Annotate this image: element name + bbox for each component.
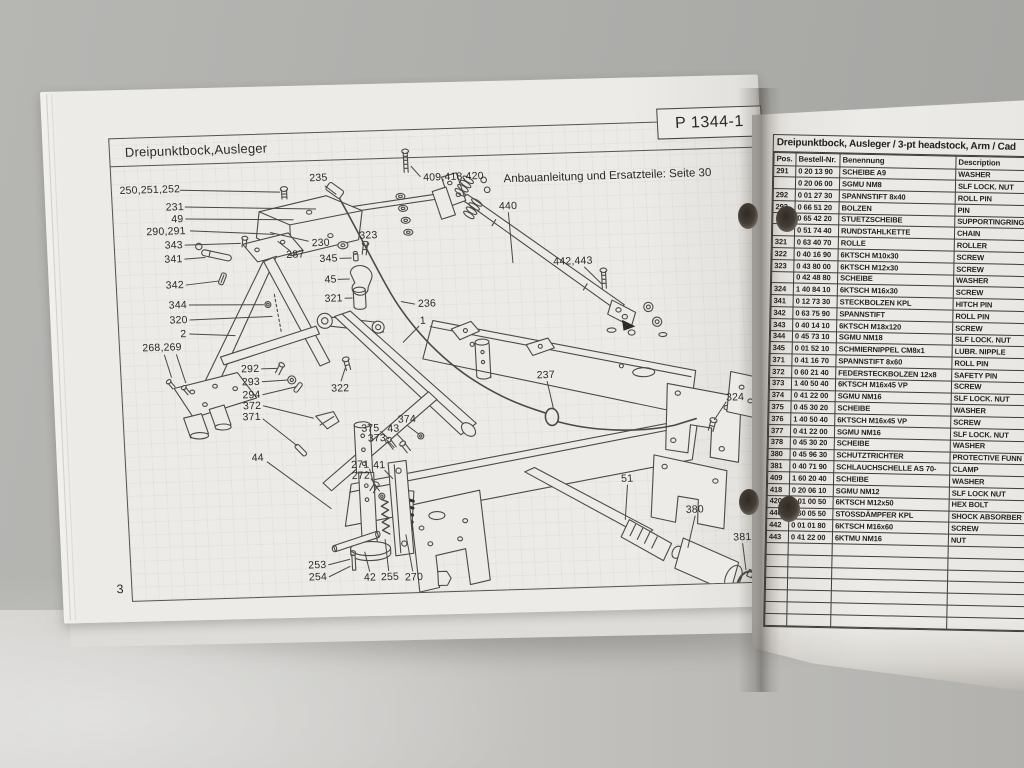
punch-hole — [738, 203, 758, 229]
table-cell: 1 40 50 40 — [791, 377, 836, 391]
table-cell — [786, 613, 831, 627]
part-callout: 287 — [285, 248, 305, 261]
table-cell: 0 60 21 40 — [791, 365, 836, 379]
part-callout: 2 — [179, 328, 187, 341]
table-cell: 0 01 52 10 — [792, 342, 837, 356]
table-cell: 0 12 73 30 — [793, 295, 838, 308]
part-callout: 293 — [241, 375, 261, 389]
part-callout: 237 — [536, 368, 556, 382]
table-cell: 0 65 42 20 — [794, 212, 839, 226]
table-cell — [787, 566, 832, 580]
part-callout: 254 — [308, 570, 328, 584]
part-callout: 42 — [363, 571, 377, 584]
page-number: 3 — [116, 582, 124, 597]
part-callout: 250,251,252 — [119, 183, 181, 198]
table-cell — [787, 590, 832, 603]
callout-leader-lines — [163, 165, 747, 578]
table-cell: 0 45 73 10 — [792, 330, 837, 344]
part-callout: 345 — [319, 252, 338, 265]
table-cell — [946, 616, 1024, 632]
table-cell: 0 20 13 90 — [795, 165, 840, 179]
part-callout: 270 — [404, 570, 424, 584]
part-callout: 343 — [164, 239, 184, 252]
punch-hole — [739, 489, 759, 515]
part-callout: 45 — [324, 273, 338, 286]
punch-hole — [778, 496, 800, 522]
part-callout: 342 — [165, 279, 185, 292]
diagram-frame: Dreipunktbock,Ausleger P 1344-1 Anbauanl… — [108, 105, 784, 602]
table-cell: 0 45 30 20 — [790, 436, 835, 450]
page-stack-edge — [51, 93, 76, 620]
part-callout: 51 — [620, 472, 634, 485]
table-cell — [830, 614, 947, 629]
table-cell: 0 20 06 10 — [789, 483, 834, 497]
table-cell: 0 01 01 80 — [788, 519, 833, 532]
table-cell: 1 40 50 40 — [790, 413, 835, 426]
part-callout: 230 — [311, 236, 331, 250]
part-callout: 1 — [419, 314, 427, 327]
exploded-diagram — [163, 148, 764, 598]
book-gutter-shadow — [738, 88, 780, 692]
parts-table: Dreipunktbock, Ausleger / 3-pt headstock… — [763, 134, 1024, 634]
table-cell: 0 40 71 90 — [789, 460, 834, 474]
part-callout: 374 — [397, 413, 417, 426]
part-callout: 380 — [685, 503, 705, 516]
part-callout: 44 — [251, 451, 265, 465]
part-callout: 292 — [240, 362, 260, 376]
table-cell: 0 41 22 00 — [790, 424, 835, 438]
part-callout: 322 — [330, 382, 350, 395]
table-cell: 0 63 75 90 — [792, 306, 838, 320]
table-cell: 0 51 74 40 — [794, 224, 839, 238]
table-cell: 1 60 20 40 — [789, 472, 834, 485]
left-page: Dreipunktbock,Ausleger P 1344-1 Anbauanl… — [40, 74, 784, 624]
part-callout: 290,291 — [146, 225, 186, 239]
part-callout: 321 — [324, 292, 343, 305]
part-callout: 373 — [367, 432, 387, 445]
table-cell: 0 40 16 90 — [793, 248, 839, 261]
part-callout: 371 — [242, 410, 262, 424]
part-callout: 440 — [498, 199, 518, 213]
table-cell: 0 63 40 70 — [794, 236, 839, 249]
part-callout: 320 — [169, 314, 188, 327]
table-cell — [787, 578, 832, 591]
part-callout: 231 — [165, 201, 185, 214]
part-callout: 236 — [417, 297, 437, 310]
part-callout: 43 — [387, 422, 400, 435]
page-stack-edge — [46, 93, 71, 621]
part-callout: 272 — [351, 469, 371, 483]
column-header: Bestell-Nr. — [795, 152, 841, 167]
table-cell: 0 20 06 00 — [795, 177, 840, 190]
table-cell: 0 66 51 20 — [794, 200, 840, 214]
part-callout: 344 — [168, 299, 188, 312]
part-callout: 235 — [309, 171, 328, 185]
table-cell: 0 41 22 00 — [791, 389, 836, 403]
table-cell — [788, 542, 833, 556]
part-callout: 253 — [307, 558, 327, 572]
table-cell: 0 45 30 20 — [790, 401, 836, 415]
part-callout: 255 — [380, 570, 400, 584]
table-cell: 1 40 84 10 — [793, 283, 838, 297]
part-callout: 268,269 — [142, 341, 182, 355]
table-cell: 0 42 48 80 — [793, 271, 838, 285]
table-cell: 0 41 22 00 — [788, 531, 833, 544]
part-callout: 323 — [359, 229, 378, 242]
table-cell — [786, 601, 832, 615]
table-cell: 0 01 27 30 — [795, 189, 840, 202]
table-cell: 0 41 16 70 — [791, 354, 837, 367]
part-callout: 409,418,420 — [422, 169, 485, 184]
part-callout: 49 — [171, 213, 184, 226]
table-cell — [787, 554, 833, 568]
punch-hole — [776, 206, 798, 232]
part-callout: 41 — [372, 459, 386, 472]
right-page: Dreipunktbock, Ausleger / 3-pt headstock… — [752, 100, 1024, 692]
part-callout: 442,443 — [552, 254, 593, 268]
table-cell: 0 43 80 00 — [793, 259, 838, 273]
part-callout: 341 — [164, 253, 183, 266]
table-cell: 0 40 14 10 — [792, 318, 837, 332]
table-cell: 0 45 96 30 — [789, 448, 835, 462]
